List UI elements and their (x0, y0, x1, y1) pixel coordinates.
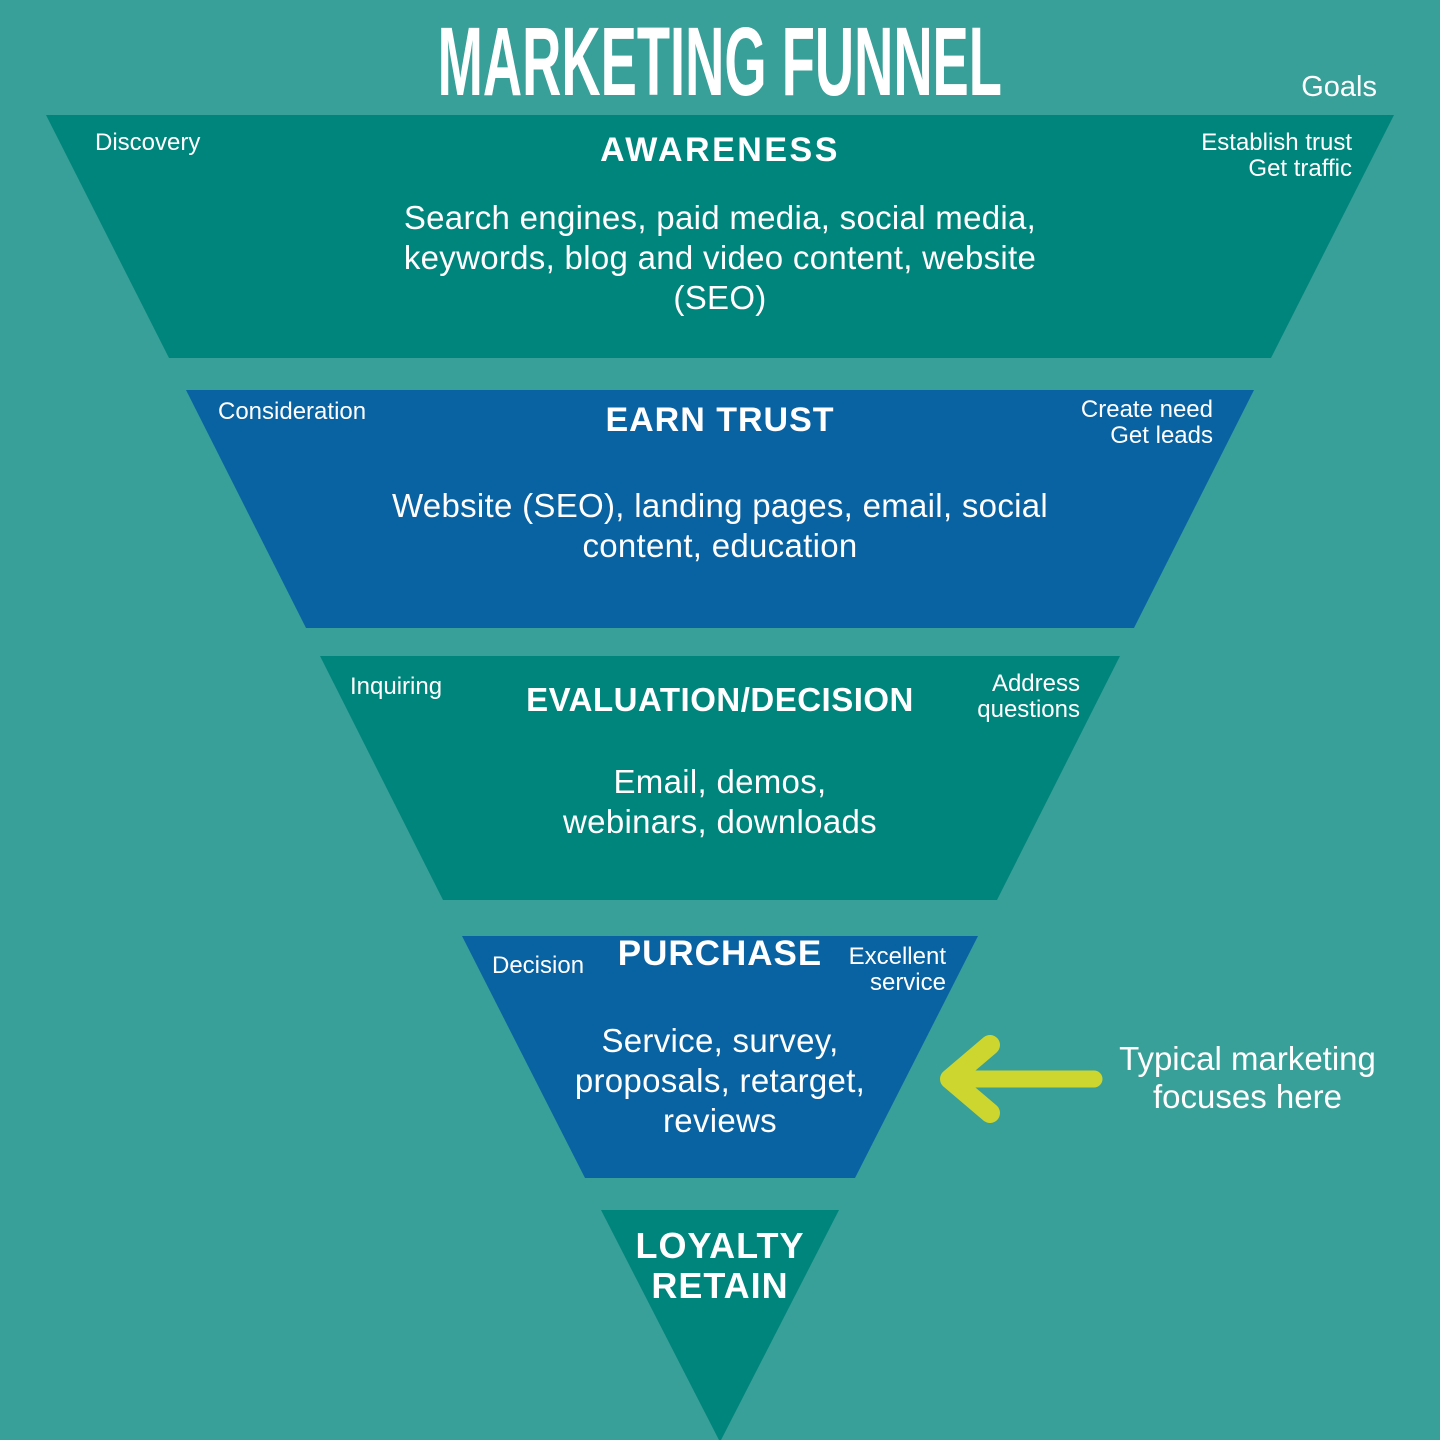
earn-trust-section-shape (186, 390, 1254, 628)
focus-annotation-line-1: Typical marketing (1119, 1040, 1376, 1077)
awareness-stage-label: Discovery (95, 129, 201, 156)
evaluation-tactics-line-2: webinars, downloads (563, 803, 877, 840)
awareness-tactics-line-3: (SEO) (673, 279, 767, 316)
loyalty-heading-line-1: LOYALTY (635, 1225, 805, 1266)
awareness-tactics-text: Search engines, paid media, social media… (0, 198, 1440, 318)
purchase-tactics-line-2: proposals, retarget, (574, 1062, 866, 1099)
goals-column-heading: Goals (1301, 71, 1377, 103)
evaluation-heading: EVALUATION/DECISION (526, 681, 914, 718)
awareness-goal-line-2: Get traffic (1248, 155, 1352, 182)
evaluation-decision-section-shape (320, 656, 1120, 900)
purchase-goals-label: Excellent service (849, 944, 946, 996)
awareness-section-shape (46, 115, 1394, 358)
evaluation-goals-label: Address questions (977, 671, 1080, 723)
evaluation-tactics-text: Email, demos, webinars, downloads (0, 762, 1440, 842)
earn-trust-heading: EARN TRUST (605, 401, 835, 439)
awareness-goal-line-1: Establish trust (1201, 129, 1352, 156)
purchase-stage-label: Decision (492, 952, 585, 979)
loyalty-retain-section-shape (601, 1210, 839, 1440)
awareness-tactics-line-1: Search engines, paid media, social media… (403, 199, 1037, 236)
focus-annotation-line-2: focuses here (1153, 1078, 1342, 1115)
awareness-goals-label: Establish trust Get traffic (1201, 130, 1352, 182)
evaluation-goal-line-2: questions (977, 696, 1080, 723)
purchase-goal-line-1: Excellent (848, 943, 946, 970)
earn-trust-stage-label: Consideration (218, 398, 367, 425)
earn-trust-goal-line-1: Create need (1080, 396, 1213, 423)
purchase-heading: PURCHASE (617, 934, 823, 973)
focus-annotation-text: Typical marketing focuses here (1100, 1040, 1395, 1116)
purchase-tactics-line-3: reviews (663, 1102, 777, 1139)
purchase-goal-line-2: service (869, 969, 946, 996)
evaluation-goal-line-1: Address (991, 670, 1080, 697)
loyalty-heading-line-2: RETAIN (651, 1265, 789, 1306)
page-title: MARKETING FUNNEL (0, 13, 1440, 110)
earn-trust-tactics-line-2: content, education (582, 527, 858, 564)
evaluation-tactics-line-1: Email, demos, (613, 763, 827, 800)
awareness-heading: AWARENESS (600, 131, 840, 169)
earn-trust-goals-label: Create need Get leads (1081, 397, 1213, 449)
purchase-section-shape (462, 936, 978, 1178)
purchase-tactics-text: Service, survey, proposals, retarget, re… (0, 1021, 1440, 1141)
evaluation-stage-label: Inquiring (350, 673, 443, 700)
purchase-tactics-line-1: Service, survey, (601, 1022, 839, 1059)
earn-trust-tactics-text: Website (SEO), landing pages, email, soc… (0, 486, 1440, 566)
page-title-text: MARKETING FUNNEL (437, 7, 1003, 116)
earn-trust-tactics-line-1: Website (SEO), landing pages, email, soc… (391, 487, 1049, 524)
loyalty-retain-heading: LOYALTY RETAIN (0, 1226, 1440, 1306)
earn-trust-goal-line-2: Get leads (1110, 422, 1213, 449)
focus-left-arrow-icon (940, 1035, 1103, 1123)
awareness-tactics-line-2: keywords, blog and video content, websit… (403, 239, 1037, 276)
